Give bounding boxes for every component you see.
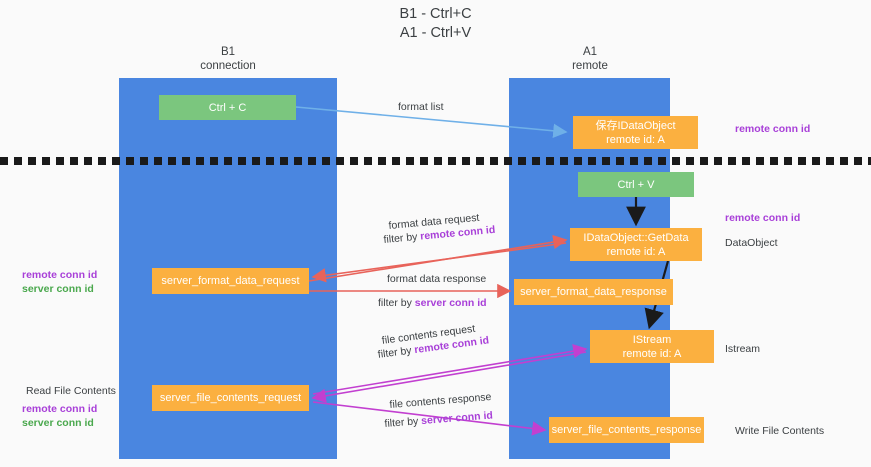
annotation-istream: Istream [725, 343, 761, 355]
node-server-format-data-response[interactable]: server_format_data_response [514, 279, 673, 305]
diagram-title-line2: A1 - Ctrl+V [399, 25, 472, 41]
node-ctrl-v[interactable]: Ctrl + V [578, 172, 694, 197]
node-save-idataobject[interactable]: 保存IDataObject remote id: A [573, 116, 698, 149]
node-idataobject-getdata-line1: IDataObject::GetData [583, 231, 689, 244]
annotation-left-server-conn-id-2: server conn id [22, 417, 94, 429]
filter-prefix-1: filter by [383, 230, 421, 246]
annotation-remote-conn-id-mid: remote conn id [725, 212, 801, 224]
node-istream-line1: IStream [632, 333, 672, 346]
node-server-format-data-request-label: server_format_data_request [161, 275, 300, 287]
phase-divider [0, 157, 871, 165]
edge-label-format-list: format list [398, 101, 444, 113]
swimlane-header-b1: B1 connection [168, 45, 288, 73]
node-server-file-contents-request[interactable]: server_file_contents_request [152, 385, 309, 411]
node-idataobject-getdata[interactable]: IDataObject::GetData remote id: A [570, 228, 702, 261]
node-ctrl-v-label: Ctrl + V [617, 178, 655, 191]
filter-key-server-conn-id-1: server conn id [414, 297, 487, 309]
node-save-idataobject-line1: 保存IDataObject [595, 119, 676, 132]
node-server-file-contents-response-label: server_file_contents_response [551, 424, 702, 436]
filter-key-server-conn-id-2: server conn id [420, 409, 494, 428]
annotation-left-conn-ids-top: remote conn id server conn id [22, 268, 97, 296]
node-server-format-data-request[interactable]: server_format_data_request [152, 268, 309, 294]
annotation-read-file-contents: Read File Contents [26, 385, 116, 397]
node-idataobject-getdata-line2: remote id: A [606, 245, 666, 258]
swimlane-header-b1-sub: connection [200, 60, 256, 72]
node-istream-line2: remote id: A [622, 347, 682, 360]
annotation-dataobject: DataObject [725, 237, 778, 249]
filter-prefix-3: filter by [377, 344, 416, 361]
annotation-left-conn-ids-bottom: remote conn id server conn id [22, 402, 97, 430]
node-save-idataobject-line2: remote id: A [606, 133, 665, 146]
swimlane-header-a1: A1 remote [530, 45, 650, 73]
diagram-title-line1: B1 - Ctrl+C [399, 6, 472, 22]
edge-label-format-data-response-filter: filter by server conn id [378, 296, 487, 311]
swimlane-header-b1-name: B1 [220, 46, 236, 58]
node-server-file-contents-response[interactable]: server_file_contents_response [549, 417, 704, 443]
filter-prefix-2: filter by [378, 297, 415, 309]
filter-prefix-4: filter by [384, 415, 422, 430]
node-ctrl-c[interactable]: Ctrl + C [159, 95, 296, 120]
annotation-write-file-contents: Write File Contents [735, 425, 825, 437]
edge-label-format-data-response: format data response [387, 273, 487, 285]
node-istream[interactable]: IStream remote id: A [590, 330, 714, 363]
annotation-left-remote-conn-id-2: remote conn id [22, 403, 98, 415]
annotation-left-server-conn-id-1: server conn id [22, 283, 94, 295]
node-server-format-data-response-label: server_format_data_response [520, 286, 667, 298]
diagram-title: B1 - Ctrl+C A1 - Ctrl+V [0, 5, 871, 43]
node-server-file-contents-request-label: server_file_contents_request [159, 392, 302, 404]
annotation-left-remote-conn-id-1: remote conn id [22, 269, 98, 281]
swimlane-header-a1-sub: remote [572, 60, 608, 72]
annotation-remote-conn-id-top: remote conn id [735, 123, 811, 135]
swimlane-header-a1-name: A1 [582, 46, 598, 58]
node-ctrl-c-label: Ctrl + C [208, 101, 247, 114]
